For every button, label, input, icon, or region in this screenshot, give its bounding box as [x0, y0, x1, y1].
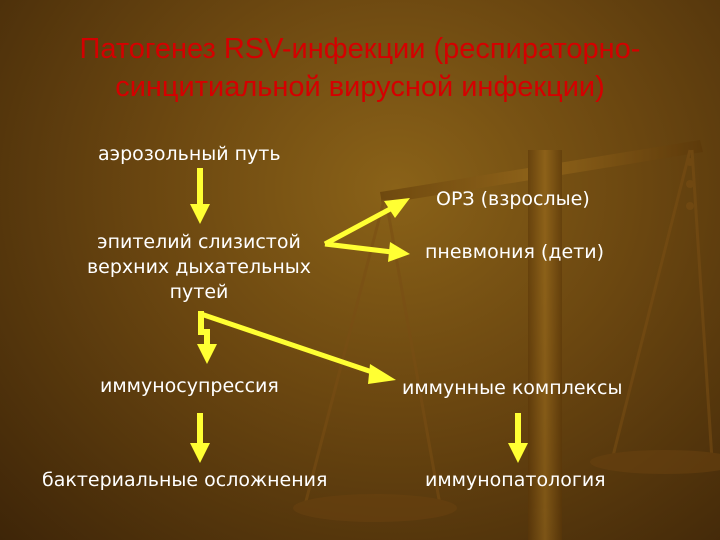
arrow-down-immune-complexes-to-immunopathology	[508, 413, 528, 463]
slide-title-line-1: Патогенез RSV-инфекции (респираторно-	[79, 33, 641, 65]
arrow-epithelium-to-ari	[323, 198, 410, 247]
arrow-down-immunosuppression-to-bacterial	[190, 413, 210, 463]
node-bacterial-complications: бактериальные осложнения	[42, 469, 328, 491]
arrow-epithelium-to-immune-complexes	[200, 311, 396, 384]
node-pneumonia-children: пневмония (дети)	[425, 241, 604, 263]
node-epithelium-line-2: верхних дыхательных	[86, 256, 312, 278]
slide-title: Патогенез RSV-инфекции (респираторно- си…	[20, 30, 700, 106]
node-immunosuppression: иммуносупрессия	[100, 375, 279, 397]
node-epithelium-line-3: путей	[169, 281, 229, 303]
node-immune-complexes: иммунные комплексы	[402, 377, 623, 399]
node-epithelium-line-1: эпителий слизистой	[97, 231, 301, 253]
node-ari-adults: ОРЗ (взрослые)	[436, 188, 590, 210]
node-epithelium: эпителий слизистой верхних дыхательных п…	[75, 230, 323, 305]
slide-title-line-2: синцитиальной вирусной инфекции)	[115, 71, 605, 103]
arrow-down-aerosol-to-epithelium	[190, 168, 210, 224]
arrow-epithelium-to-pneumonia	[324, 241, 410, 262]
arrow-down-epithelium-to-immunosuppression	[197, 311, 217, 364]
node-aerosol-route: аэрозольный путь	[98, 143, 281, 165]
node-immunopathology: иммунопатология	[425, 469, 606, 491]
